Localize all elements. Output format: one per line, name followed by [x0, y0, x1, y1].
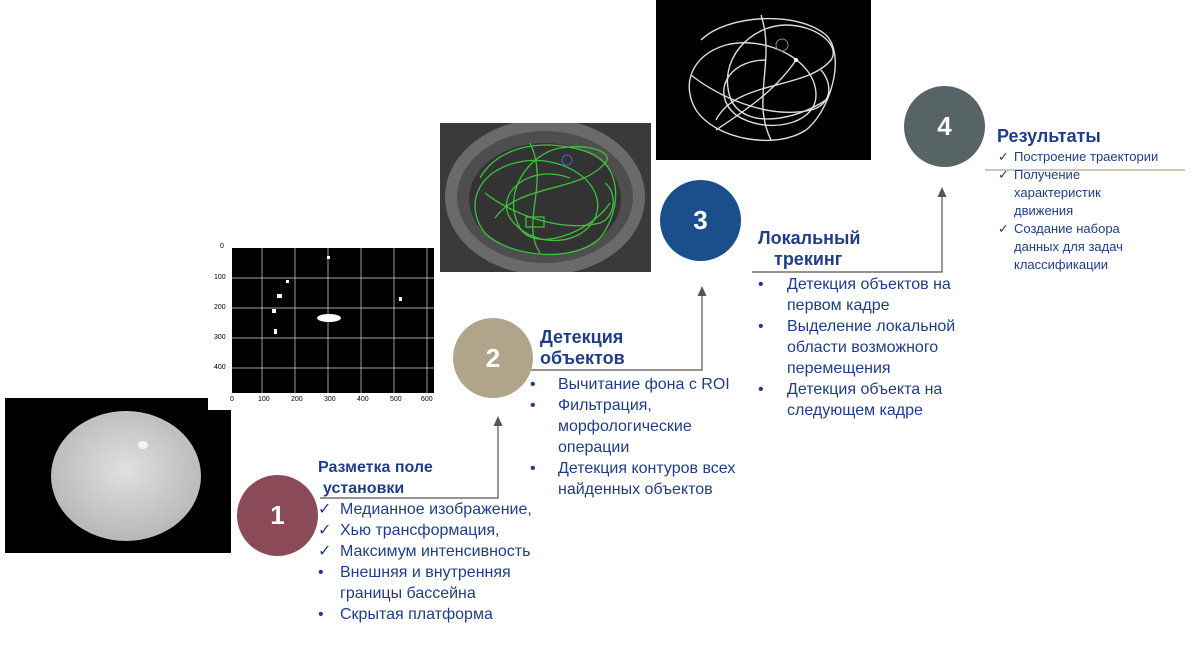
list-item-text: Детекция объектов на первом кадре	[787, 276, 951, 314]
step-1-title-line1: Разметка поле	[318, 459, 433, 476]
list-item-text: Детекция контуров всех найденных объекто…	[558, 460, 736, 498]
step-3-title-line2: трекинг	[774, 249, 843, 269]
check-mark-icon: ✓	[998, 167, 1009, 182]
step-4-title-line1: Результаты	[997, 126, 1101, 146]
step-1-list: ✓ Медианное изображение, ✓ Хью трансформац…	[318, 499, 558, 625]
list-item: • Вычитание фона с ROI	[530, 374, 770, 395]
step-3-list: • Детекция объектов на первом кадре • Выде…	[758, 274, 988, 421]
trajectory-result-image	[656, 0, 871, 160]
x-tick-label: 0	[230, 396, 234, 403]
list-item-text: Выделение локальной области возможного п…	[787, 318, 956, 377]
step-3-title: Локальный трекинг	[758, 228, 860, 270]
y-tick-label: 200	[214, 304, 226, 311]
step-1-title: Разметка поле установки	[318, 457, 433, 499]
step-4-title: Результаты	[997, 126, 1101, 147]
step-3-title-line1: Локальный	[758, 228, 861, 248]
detection-plot-image: 0 100 200 300 400 0 100 200 300 400 500 …	[208, 240, 440, 410]
y-tick-label: 300	[214, 334, 226, 341]
list-item-text: Максимум интенсивность	[340, 543, 531, 560]
check-mark-icon: ✓	[998, 221, 1009, 236]
list-item: • Скрытая платформа	[318, 604, 558, 625]
bullet-icon: •	[530, 397, 536, 414]
list-item: • Детекция объектов на первом кадре	[758, 274, 977, 316]
plot-grid	[232, 248, 434, 393]
bullet-icon: •	[530, 376, 536, 393]
list-item-text: Хью трансформация,	[340, 522, 500, 539]
step-4-number: 4	[937, 111, 952, 141]
y-tick-label: 400	[214, 364, 226, 371]
step-2-circle: 2	[453, 318, 533, 398]
step-3-number: 3	[693, 205, 708, 235]
list-item-text: Фильтрация, морфологические операции	[558, 397, 692, 456]
check-mark-icon: ✓	[318, 522, 332, 539]
list-item-text: Получение характеристик движения	[1014, 167, 1101, 218]
bullet-icon: •	[318, 606, 324, 623]
bullet-icon: •	[758, 276, 764, 293]
bullet-icon: •	[530, 460, 536, 477]
list-item-text: Медианное изображение,	[340, 501, 532, 518]
step-1-circle: 1	[237, 475, 318, 556]
list-item-text: Скрытая платформа	[340, 606, 493, 623]
step-2-title-line1: Детекция	[540, 327, 624, 347]
step-2-title-line2: объектов	[540, 348, 625, 368]
list-item: ✓ Медианное изображение,	[318, 499, 558, 520]
bullet-icon: •	[758, 318, 764, 335]
list-item: • Детекция контуров всех найденных объект…	[530, 458, 768, 500]
list-item: • Выделение локальной области возможного …	[758, 316, 982, 379]
y-tick-label: 0	[220, 243, 224, 250]
step-4-circle: 4	[904, 86, 985, 167]
step-2-title: Детекция объектов	[540, 327, 625, 369]
list-item: ✓ Хью трансформация,	[318, 520, 558, 541]
list-item: ✓ Создание набора данных для задач класси…	[998, 220, 1164, 274]
bullet-icon: •	[318, 564, 324, 581]
list-item-text: Вычитание фона с ROI	[558, 376, 730, 393]
check-mark-icon: ✓	[318, 501, 332, 518]
list-item: ✓ Получение характеристик движения	[998, 166, 1144, 220]
list-item-text: Создание набора данных для задач классиф…	[1014, 221, 1123, 272]
list-item-text: Внешняя и внутренняя границы бассейна	[340, 564, 511, 602]
x-tick-label: 500	[390, 396, 402, 403]
list-item: • Детекция объекта на следующем кадре	[758, 379, 967, 421]
tracking-pool-image	[440, 123, 651, 272]
x-tick-label: 200	[291, 396, 303, 403]
step-2-list: • Вычитание фона с ROI • Фильтрация, морфо…	[530, 374, 770, 500]
check-mark-icon: ✓	[998, 149, 1009, 164]
step-3-circle: 3	[660, 180, 741, 261]
green-trajectory-graphic	[445, 123, 645, 272]
list-item: ✓ Максимум интенсивность	[318, 541, 558, 562]
step-2-number: 2	[485, 342, 501, 373]
x-tick-label: 100	[258, 396, 270, 403]
x-tick-label: 600	[421, 396, 433, 403]
step-1-number: 1	[270, 500, 285, 530]
list-item-text: Построение траектории	[1014, 149, 1159, 164]
list-item-text: Детекция объекта на следующем кадре	[787, 381, 943, 419]
list-item: • Внешняя и внутренняя границы бассейна	[318, 562, 540, 604]
list-item: ✓ Построение траектории	[998, 148, 1193, 166]
pool-median-image	[5, 398, 231, 553]
plot-area	[232, 248, 434, 393]
list-item: • Фильтрация, морфологические операции	[530, 395, 718, 458]
white-trajectory-graphic	[688, 14, 836, 142]
step-4-list: ✓ Построение траектории ✓ Получение характ…	[998, 148, 1193, 274]
pool-median-graphic	[51, 411, 201, 541]
y-tick-label: 100	[214, 274, 226, 281]
bullet-icon: •	[758, 381, 764, 398]
x-tick-label: 400	[357, 396, 369, 403]
check-mark-icon: ✓	[318, 543, 332, 560]
step-1-title-line2: установки	[323, 480, 405, 497]
x-tick-label: 300	[324, 396, 336, 403]
